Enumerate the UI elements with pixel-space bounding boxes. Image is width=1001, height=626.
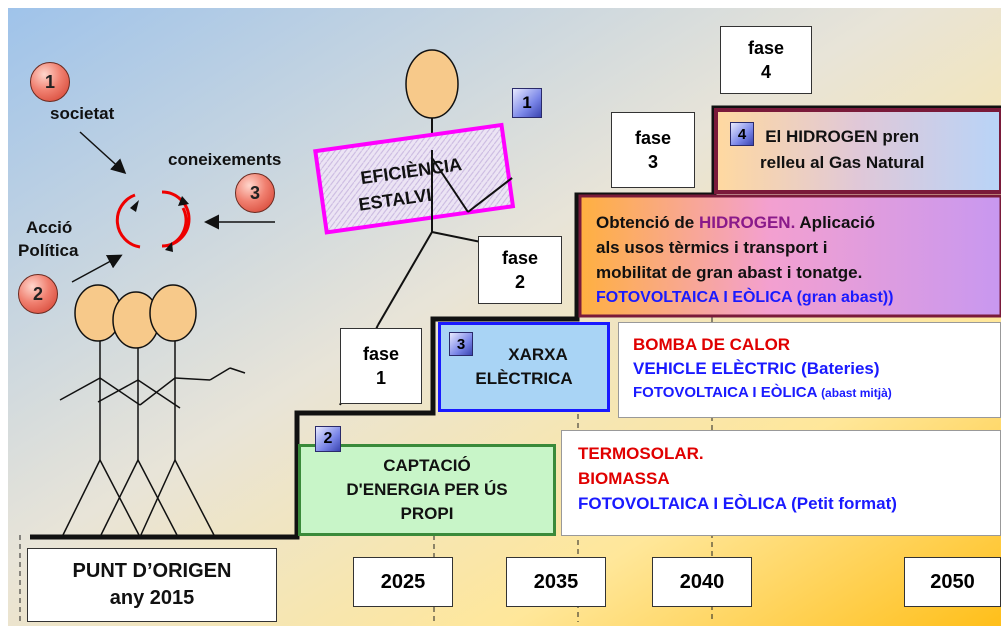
badge-number: 3	[456, 335, 466, 353]
phase-1-tech-2: BIOMASSA	[578, 469, 670, 488]
step-3-number-badge: 3	[449, 332, 473, 356]
phase-word: fase	[634, 128, 672, 148]
badge-number: 2	[323, 430, 333, 447]
phase-word: fase	[362, 344, 400, 364]
phase-2-tech-1: BOMBA DE CALOR	[633, 335, 791, 354]
step-2-box: CAPTACIÓ D'ENERGIA PER ÚS PROPI	[298, 444, 556, 536]
phase-3-line3: mobilitat de gran abast i tonatge.	[596, 263, 863, 282]
phase-2-tech-box: BOMBA DE CALOR VEHICLE ELÈCTRIC (Baterie…	[618, 322, 1001, 418]
society-number-badge: 1	[30, 62, 70, 102]
phase-number: 3	[647, 152, 658, 172]
phase-4-box: fase 4	[720, 26, 812, 94]
knowledge-number-badge: 3	[235, 173, 275, 213]
year-label: 2035	[533, 570, 579, 593]
phase-number: 2	[514, 272, 525, 292]
label-politica: Política	[18, 241, 79, 260]
phase-word: fase	[747, 38, 785, 58]
origin-line2: any 2015	[109, 587, 195, 609]
year-label: 2050	[930, 570, 975, 593]
badge-number: 3	[249, 182, 260, 203]
phase-1-tech-box: TERMOSOLAR. BIOMASSA FOTOVOLTAICA I EÒLI…	[561, 430, 1001, 536]
year-2050-box: 2050	[904, 557, 1001, 607]
phase-1-tech-1: TERMOSOLAR.	[578, 444, 704, 463]
efficiency-number-badge: 1	[512, 88, 542, 118]
step-2-line2: D'ENERGIA PER ÚS	[346, 480, 508, 499]
badge-number: 1	[522, 93, 532, 112]
phase-2-tech-3: FOTOVOLTAICA I EÒLICA	[633, 384, 817, 401]
step-2-line1: CAPTACIÓ	[383, 456, 471, 475]
badge-number: 4	[737, 125, 747, 143]
label-coneixements: coneixements	[168, 150, 282, 169]
step-4-text: El HIDROGEN pren relleu al Gas Natural	[760, 124, 924, 176]
phase-3-line2: als usos tèrmics i transport i	[596, 238, 828, 257]
step-2-line3: PROPI	[400, 504, 454, 523]
year-2025-box: 2025	[353, 557, 453, 607]
phase-3-hidrogen: HIDROGEN.	[698, 213, 796, 232]
phase-1-tech-3: FOTOVOLTAICA I EÒLICA (Petit format)	[578, 494, 897, 513]
phase-3-text-c: Aplicació	[795, 213, 875, 232]
step-2-number-badge: 2	[315, 426, 341, 452]
year-2035-box: 2035	[506, 557, 606, 607]
year-label: 2025	[380, 570, 426, 593]
phase-2-tech-3-note: (abast mitjà)	[821, 386, 892, 400]
label-accio: Acció	[26, 218, 73, 237]
step-3-line2: ELÈCTRICA	[475, 369, 573, 388]
phase-1-box: fase 1	[340, 328, 422, 404]
step-4-rest: pren	[877, 127, 920, 146]
phase-3-box: fase 3	[611, 112, 695, 188]
politics-number-badge: 2	[18, 274, 58, 314]
step-3-line1: XARXA	[508, 345, 568, 364]
phase-3-tech-text: Obtenció de HIDROGEN. Aplicació als usos…	[596, 210, 893, 310]
origin-box: PUNT D’ORIGEN any 2015	[27, 548, 277, 622]
phase-2-box: fase 2	[478, 236, 562, 304]
year-label: 2040	[679, 570, 725, 593]
phase-3-text-a: Obtenció de	[596, 213, 699, 232]
badge-number: 2	[32, 283, 43, 304]
step-4-number-badge: 4	[730, 122, 754, 146]
phase-number: 4	[760, 62, 771, 82]
phase-2-tech-2: VEHICLE ELÈCTRIC (Bateries)	[633, 359, 880, 378]
phase-3-line4: FOTOVOLTAICA I EÒLICA (gran abast))	[596, 289, 894, 306]
step-3-box: XARXA ELÈCTRICA	[438, 322, 610, 412]
phase-number: 1	[375, 368, 386, 388]
year-2040-box: 2040	[652, 557, 752, 607]
label-societat: societat	[50, 104, 115, 123]
badge-number: 1	[44, 71, 55, 92]
step-4-line2: relleu al Gas Natural	[760, 153, 925, 172]
phase-word: fase	[501, 248, 539, 268]
origin-line1: PUNT D’ORIGEN	[72, 560, 232, 582]
step-4-hidrogen: El HIDROGEN	[765, 127, 878, 146]
